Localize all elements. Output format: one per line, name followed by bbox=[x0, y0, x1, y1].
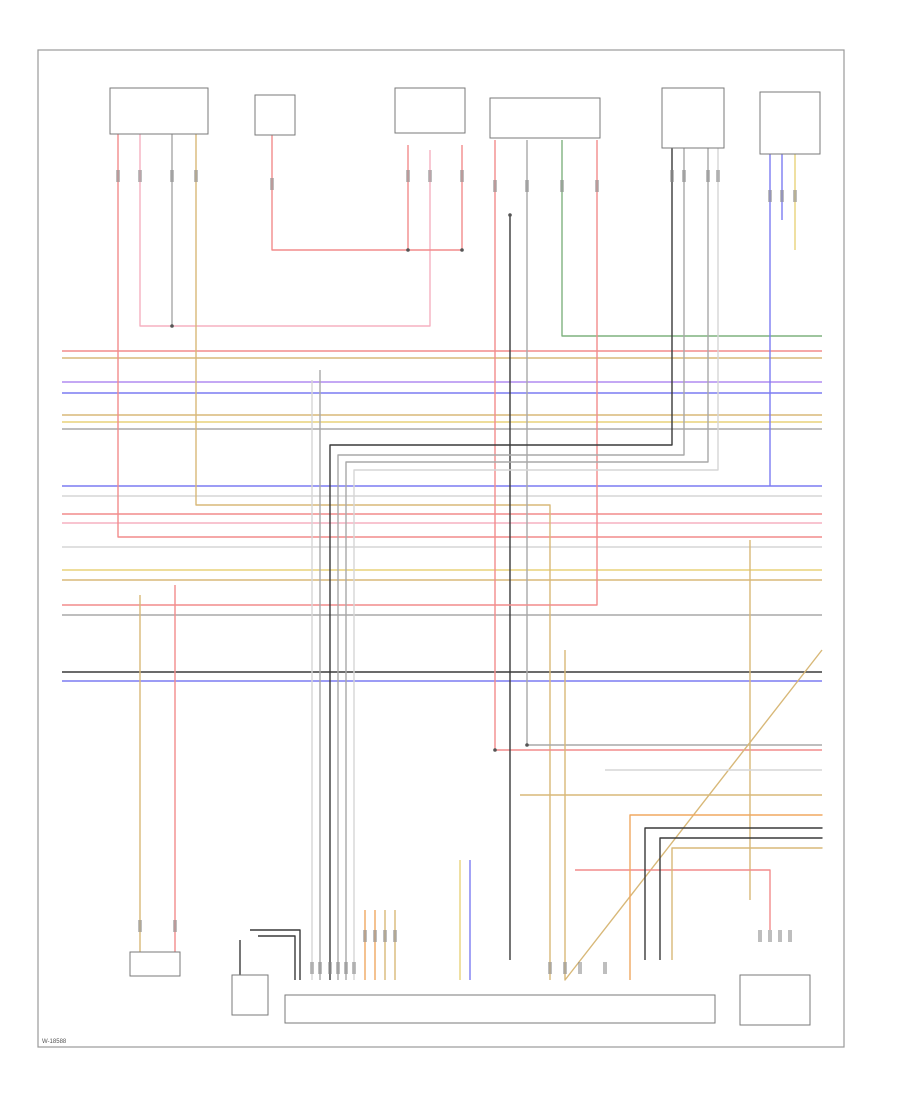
drop-fuse-b-green bbox=[561, 140, 822, 337]
relay-small bbox=[231, 974, 269, 1016]
connector-mark-module bbox=[310, 962, 314, 974]
connector-mark-module bbox=[344, 962, 348, 974]
splice-dot bbox=[525, 743, 529, 747]
battery-block bbox=[739, 974, 811, 1026]
connector-mark-module bbox=[352, 962, 356, 974]
connector-mark-bcm bbox=[706, 170, 710, 182]
instrument-cluster bbox=[759, 91, 821, 155]
connector-mark-sensor bbox=[138, 920, 142, 932]
fuse-block-a bbox=[254, 94, 296, 136]
drop-switch-red bbox=[117, 134, 822, 538]
connector-mark-fuse-b bbox=[493, 180, 497, 192]
connector-mark-battery bbox=[788, 930, 792, 942]
switch-assembly bbox=[109, 87, 209, 135]
diagram-id: W-18588 bbox=[42, 1039, 67, 1045]
splice-dot bbox=[170, 324, 174, 328]
connector-mark-battery bbox=[778, 930, 782, 942]
module-red bbox=[575, 869, 771, 930]
connector-mark-switch bbox=[170, 170, 174, 182]
drop-bcm-black bbox=[329, 148, 673, 980]
connector-mark-fuse-b bbox=[525, 180, 529, 192]
connector-mark-cluster bbox=[768, 190, 772, 202]
module-orange bbox=[629, 814, 823, 980]
connector-mark-lower bbox=[383, 930, 387, 942]
connector-mark-bcm bbox=[682, 170, 686, 182]
relay-black-2 bbox=[250, 929, 301, 980]
connector-mark-lower bbox=[393, 930, 397, 942]
relay-box bbox=[394, 87, 466, 134]
connector-mark-cluster bbox=[793, 190, 797, 202]
connector-mark-module bbox=[336, 962, 340, 974]
connector-mark-bcm bbox=[716, 170, 720, 182]
connector-mark-fuse-b bbox=[595, 180, 599, 192]
splice-dot bbox=[406, 248, 410, 252]
connector-mark-relay bbox=[460, 170, 464, 182]
connector-mark-battery bbox=[758, 930, 762, 942]
connector-mark-fuse-b bbox=[560, 180, 564, 192]
connector-mark-module bbox=[563, 962, 567, 974]
relay-black-3 bbox=[258, 935, 296, 980]
module-black-2 bbox=[659, 837, 823, 960]
connector-mark-module bbox=[578, 962, 582, 974]
body-control-module bbox=[661, 87, 725, 149]
connector-mark-lower bbox=[363, 930, 367, 942]
ground-sensor bbox=[129, 951, 181, 977]
connector-mark-sensor bbox=[173, 920, 177, 932]
drop-switch-pink bbox=[139, 134, 431, 327]
connector-mark-battery bbox=[768, 930, 772, 942]
connector-mark-switch bbox=[138, 170, 142, 182]
main-control-module bbox=[284, 994, 716, 1024]
drop-fuse-b-red-2 bbox=[62, 140, 598, 606]
connector-mark-relay bbox=[406, 170, 410, 182]
drop-fuse-b-grey bbox=[526, 140, 822, 746]
drop-bcm-white bbox=[353, 148, 719, 980]
wires-layer bbox=[62, 134, 823, 981]
connector-mark-module bbox=[603, 962, 607, 974]
components-layer bbox=[109, 87, 821, 1026]
connector-mark-relay bbox=[428, 170, 432, 182]
marks-layer bbox=[116, 170, 797, 974]
connector-mark-switch bbox=[116, 170, 120, 182]
module-black bbox=[644, 827, 823, 960]
splice-dot bbox=[460, 248, 464, 252]
splice-dot bbox=[493, 748, 497, 752]
splice-dot bbox=[508, 213, 512, 217]
connector-mark-cluster bbox=[780, 190, 784, 202]
fuse-block-b bbox=[489, 97, 601, 139]
connector-mark-fuse bbox=[270, 178, 274, 190]
connector-mark-bcm bbox=[670, 170, 674, 182]
drop-switch-tan bbox=[195, 134, 551, 980]
drop-fuse-red bbox=[271, 135, 409, 251]
drop-bcm-grey bbox=[337, 148, 685, 980]
module-tan bbox=[564, 649, 823, 981]
diagram-frame bbox=[37, 49, 845, 1048]
connector-mark-module bbox=[548, 962, 552, 974]
connector-mark-module bbox=[328, 962, 332, 974]
drop-bcm-grey-2 bbox=[345, 148, 709, 980]
drop-relay-red bbox=[408, 145, 463, 251]
module-tan-2 bbox=[671, 847, 823, 960]
connector-mark-lower bbox=[373, 930, 377, 942]
connector-mark-module bbox=[318, 962, 322, 974]
connector-mark-switch bbox=[194, 170, 198, 182]
